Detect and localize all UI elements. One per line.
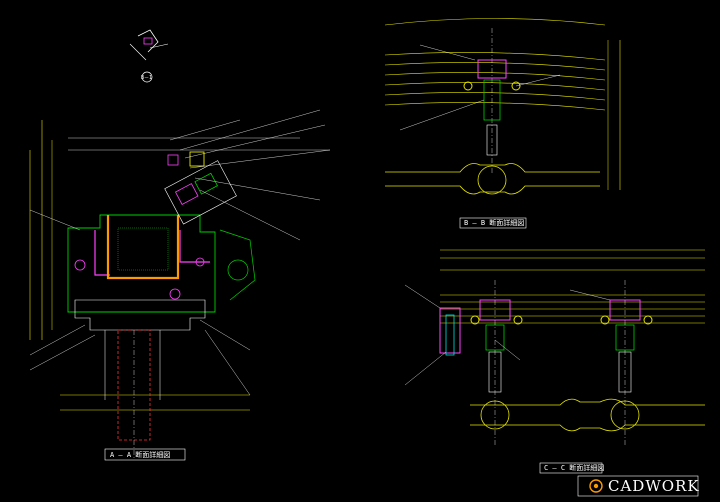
- section-cc-title: C — C 断面詳細図: [544, 463, 604, 472]
- detail-b1: B－1: [129, 29, 169, 83]
- brand-block: CADWORK: [577, 475, 700, 497]
- section-bb-drawing: B — B 断面詳細図: [384, 18, 621, 229]
- logo-icon: [589, 479, 603, 493]
- section-bb-title: B — B 断面詳細図: [464, 218, 524, 227]
- section-cc-drawing: C — C 断面詳細図: [404, 249, 705, 474]
- section-aa-title: A — A 断面詳細図: [110, 450, 170, 459]
- detail-b1-label: B－1: [141, 75, 152, 81]
- logo-core: [593, 483, 599, 489]
- section-aa-drawing: A — A 断面詳細図: [29, 109, 331, 461]
- brand-name: CADWORK: [608, 477, 700, 495]
